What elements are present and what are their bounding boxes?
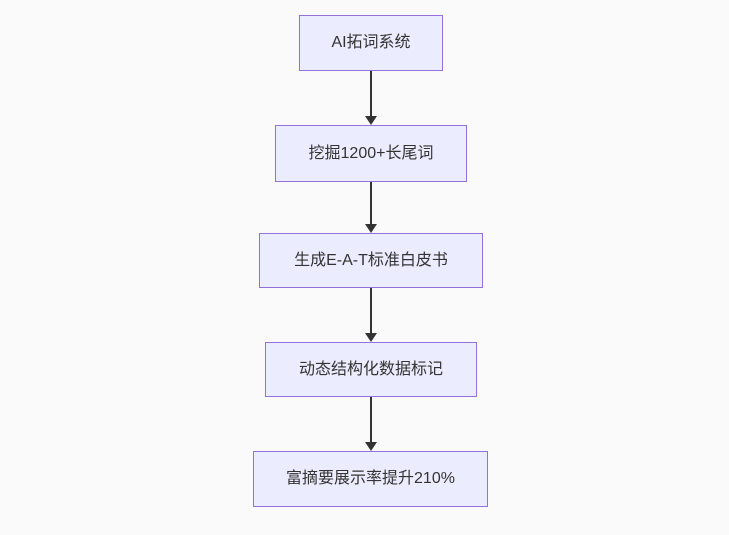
node-label: 挖掘1200+长尾词: [308, 144, 434, 162]
flow-node-mine-longtail-keywords: 挖掘1200+长尾词: [275, 125, 467, 182]
flow-edge-3: [365, 288, 377, 342]
node-label: 生成E-A-T标准白皮书: [294, 251, 448, 269]
arrow-down-icon: [365, 224, 377, 233]
flow-edge-1: [365, 71, 377, 125]
arrow-down-icon: [365, 116, 377, 125]
flow-node-rich-snippet-rate-increase: 富摘要展示率提升210%: [253, 451, 488, 507]
flow-node-generate-eat-whitepaper: 生成E-A-T标准白皮书: [259, 233, 483, 288]
arrow-down-icon: [365, 333, 377, 342]
flow-node-dynamic-structured-data-markup: 动态结构化数据标记: [265, 342, 477, 397]
flow-node-ai-word-expansion-system: AI拓词系统: [299, 15, 443, 71]
flow-edge-2: [365, 182, 377, 233]
node-label: 富摘要展示率提升210%: [286, 470, 455, 487]
node-label: 动态结构化数据标记: [298, 360, 443, 378]
arrow-down-icon: [365, 442, 377, 451]
edge-line: [370, 182, 372, 224]
flow-edge-4: [365, 397, 377, 451]
edge-line: [370, 397, 372, 442]
edge-line: [370, 71, 372, 116]
node-label: AI拓词系统: [331, 34, 411, 51]
edge-line: [370, 288, 372, 333]
